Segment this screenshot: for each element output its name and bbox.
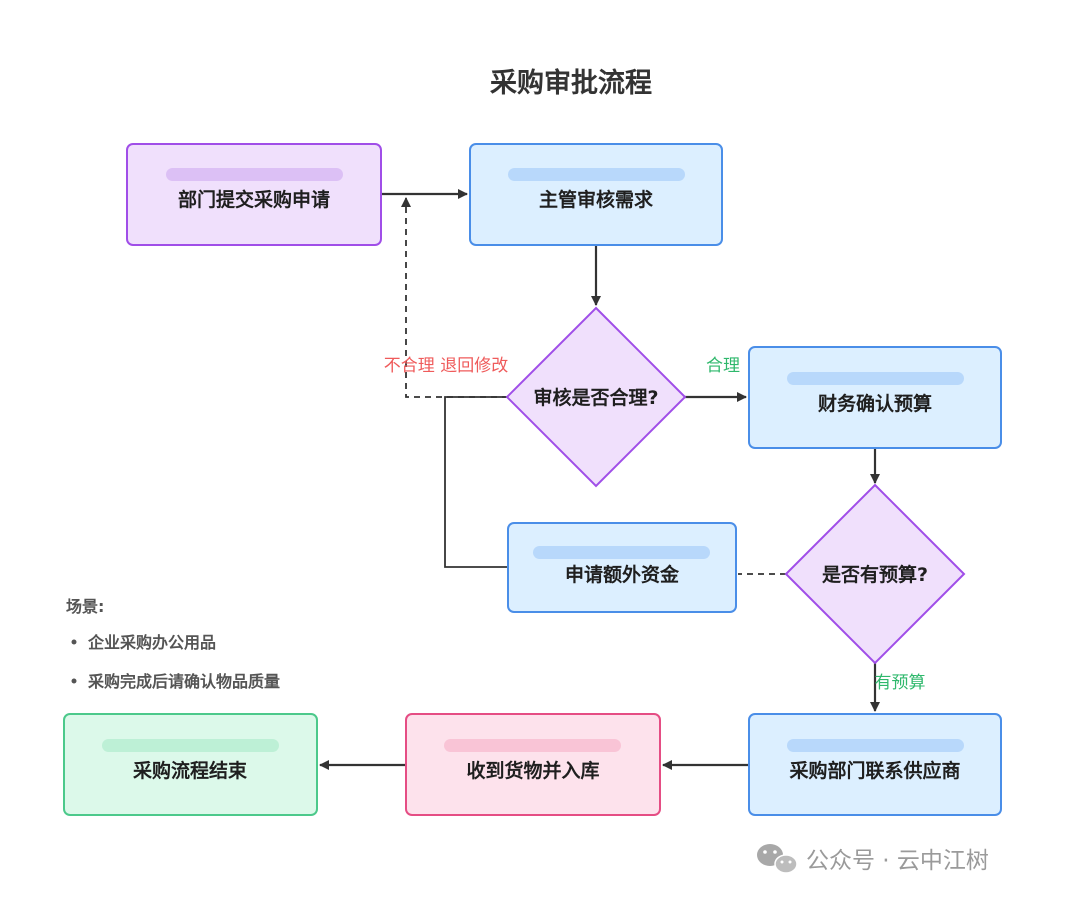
node-header-bar [444,739,621,752]
edge-extra-funds-to-decision [444,396,508,568]
bullet-icon [71,639,77,645]
node-submit-request[interactable]: 部门提交采购申请 [126,143,382,246]
node-label: 财务确认预算 [818,392,932,415]
node-header-bar [787,372,964,385]
node-label: 是否有预算? [822,563,928,586]
node-decision-reasonable[interactable]: 审核是否合理? [505,306,687,488]
node-process-end[interactable]: 采购流程结束 [63,713,318,816]
node-finance-confirm[interactable]: 财务确认预算 [748,346,1002,449]
node-label: 部门提交采购申请 [178,188,330,211]
node-label: 收到货物并入库 [466,759,599,782]
node-receive-goods[interactable]: 收到货物并入库 [405,713,661,816]
notes-heading: 场景: [66,597,104,616]
node-contact-supplier[interactable]: 采购部门联系供应商 [748,713,1002,816]
node-header-bar [102,739,279,752]
watermark-text: 公众号 · 云中江树 [806,848,989,874]
edge-label-unreasonable: 不合理 退回修改 [384,356,508,376]
node-header-bar [787,739,964,752]
node-label: 采购部门联系供应商 [789,759,960,782]
node-header-bar [166,168,343,181]
scenario-notes: 场景: 企业采购办公用品 采购完成后请确认物品质量 [66,597,280,691]
wechat-icon [757,844,798,874]
edge-label-has-budget: 有预算 [875,673,926,693]
node-decision-budget[interactable]: 是否有预算? [784,483,966,665]
node-supervisor-review[interactable]: 主管审核需求 [469,143,723,246]
page-title: 采购审批流程 [490,67,652,99]
node-label: 申请额外资金 [565,563,680,586]
watermark: 公众号 · 云中江树 [757,844,989,874]
node-extra-funds[interactable]: 申请额外资金 [507,522,737,613]
node-label: 采购流程结束 [133,759,248,782]
notes-item: 采购完成后请确认物品质量 [87,672,280,691]
node-header-bar [508,168,685,181]
node-label: 主管审核需求 [539,188,654,211]
node-header-bar [533,546,710,559]
notes-item: 企业采购办公用品 [87,633,216,652]
edge-label-reasonable: 合理 [706,356,740,376]
bullet-icon [71,678,77,684]
node-label: 审核是否合理? [533,386,658,409]
